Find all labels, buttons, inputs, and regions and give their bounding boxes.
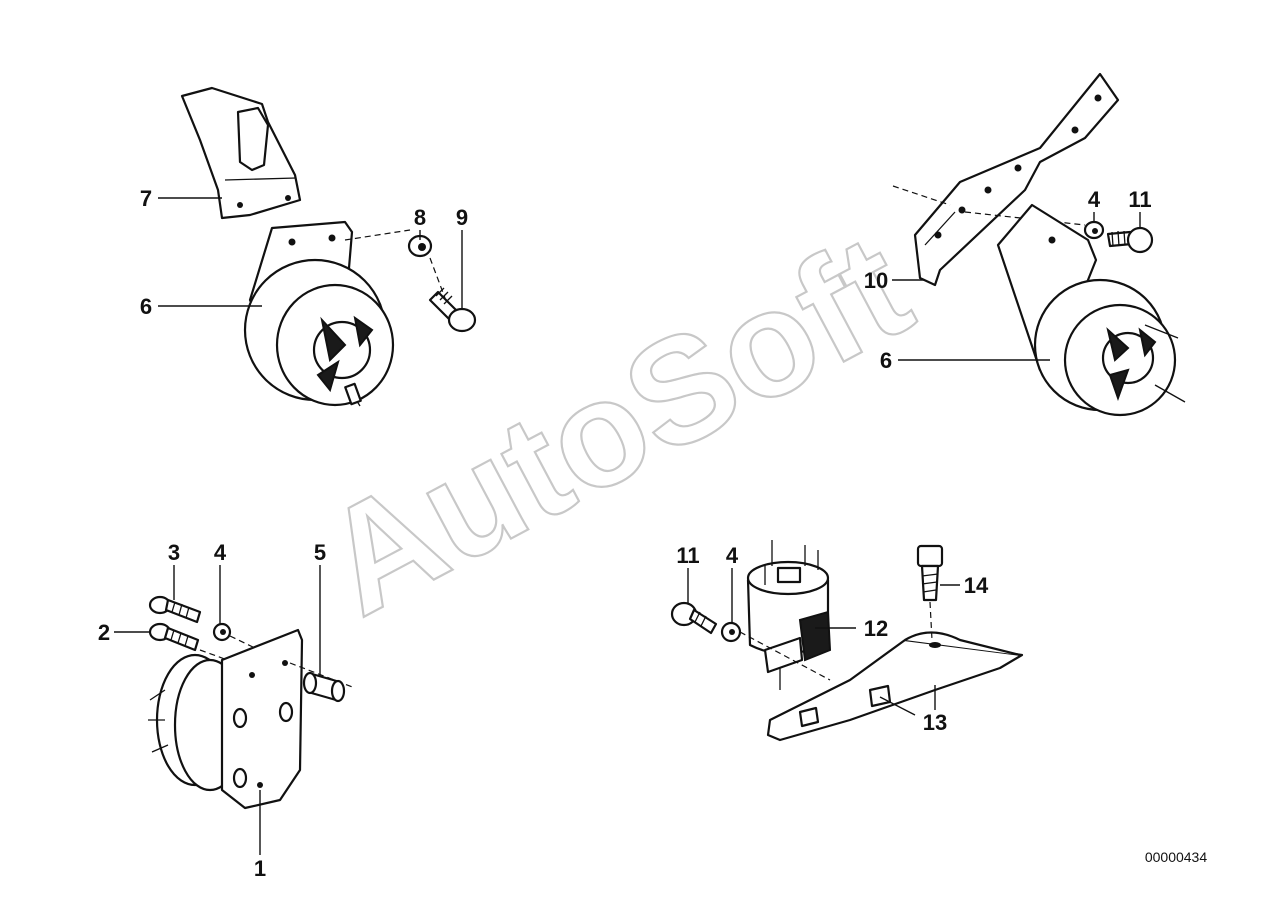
callout-13: 13 [923,710,947,735]
callout-5: 5 [314,540,326,565]
horn-6-left-drawing [243,220,395,407]
leader-dash-14 [929,601,933,641]
washer-4-left-drawing [212,622,232,642]
bracket-10-drawing [913,72,1120,287]
bolt-9-drawing [428,287,477,333]
leader-dash-9 [429,257,446,299]
washer-4-right-drawing [1083,220,1105,240]
screw-2-drawing [148,622,200,652]
leader-dash-5 [289,662,356,689]
screw-14-drawing [916,544,944,602]
callout-2: 2 [98,620,110,645]
leader-dash-8 [344,229,411,241]
watermark-text: AutoSoft [297,201,935,647]
washer-4-lower-drawing [720,621,742,643]
callout-14: 14 [964,573,989,598]
bracket-13-drawing [766,631,1024,742]
callout-1: 1 [254,856,266,881]
callout-11-right: 11 [1128,187,1151,212]
callout-9: 9 [456,205,468,230]
callout-4-lower: 4 [726,543,739,568]
leader-dash-12 [739,631,831,681]
callout-10: 10 [864,268,888,293]
screw-3-drawing [148,595,202,624]
callout-6-right: 6 [880,348,892,373]
spacer-5-drawing [302,671,346,703]
bolt-11-lower-drawing [670,601,718,635]
callout-4-left: 4 [214,540,227,565]
callout-7: 7 [140,186,152,211]
callout-4-right: 4 [1088,187,1101,212]
bracket-7-drawing [180,86,302,220]
callout-3: 3 [168,540,180,565]
horn-6-right-drawing [996,203,1186,417]
document-number: 00000434 [1145,849,1208,865]
callout-6-left: 6 [140,294,152,319]
relay-12-drawing [746,540,832,690]
callout-8: 8 [414,205,426,230]
leader-13a [879,696,916,716]
horn-1-drawing [148,628,304,810]
callout-12: 12 [864,616,888,641]
bolt-11-right-drawing [1106,226,1154,254]
leader-dash-10 [892,185,951,206]
callout-11-lower: 11 [676,543,699,568]
